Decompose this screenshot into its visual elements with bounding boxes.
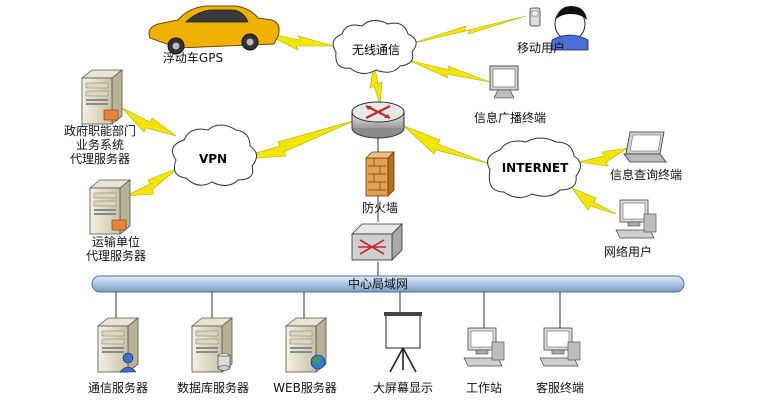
transport-proxy-server-icon <box>89 179 131 235</box>
transport-proxy-label-2: 代理服务器 <box>86 248 146 263</box>
network-user-workstation-icon <box>615 199 657 239</box>
vpn-cloud: VPN <box>171 124 257 186</box>
vpn-cloud-label: VPN <box>199 152 227 166</box>
wireless-cloud: 无线通信 <box>332 20 417 74</box>
wireless-cloud-label: 无线通信 <box>352 43 400 57</box>
wireless-links <box>121 15 629 215</box>
projection-screen-icon <box>384 312 422 373</box>
link-transport-vpn <box>125 167 179 197</box>
mobile-user-icon <box>529 6 589 51</box>
gov-proxy-label-3: 代理服务器 <box>70 151 130 166</box>
laptop-icon <box>623 131 667 163</box>
comm-server-icon <box>97 317 139 373</box>
gov-proxy-label-2: 业务系统 <box>76 137 124 152</box>
device-label-big-screen: 大屏幕显示 <box>373 381 433 395</box>
switch-icon <box>351 223 403 261</box>
firewall-label: 防火墙 <box>362 200 398 215</box>
link-wireless-broadcast <box>407 59 491 83</box>
service-terminal-icon <box>539 327 581 367</box>
router-icon <box>351 101 405 139</box>
link-internet-netuser <box>571 187 617 215</box>
broadcast-monitor-icon <box>489 65 519 99</box>
car-label: 浮动车GPS <box>163 50 223 65</box>
link-internet-query <box>577 147 629 167</box>
link-wireless-mobile <box>409 15 527 45</box>
lan-label: 中心局域网 <box>348 276 408 291</box>
database-server-icon <box>191 317 233 373</box>
device-label-workstation: 工作站 <box>466 381 502 395</box>
web-server-icon <box>285 317 327 373</box>
query-terminal-label: 信息查询终端 <box>610 167 682 182</box>
device-label-service-terminal: 客服终端 <box>536 380 584 395</box>
mobile-user-label: 移动用户 <box>517 40 565 55</box>
device-label-comm-server: 通信服务器 <box>88 380 148 395</box>
transport-proxy-label-1: 运输单位 <box>92 234 140 249</box>
car-icon <box>148 5 280 55</box>
network-user-label: 网络用户 <box>604 244 652 259</box>
broadcast-terminal-label: 信息广播终端 <box>474 110 546 125</box>
gov-proxy-label-1: 政府职能部门 <box>64 123 136 138</box>
internet-cloud-label: INTERNET <box>502 161 569 175</box>
link-gov-vpn <box>121 107 177 137</box>
firewall-icon <box>365 151 395 197</box>
internet-cloud: INTERNET <box>487 137 581 198</box>
device-label-web-server: WEB服务器 <box>273 380 337 395</box>
gov-proxy-server-icon <box>81 69 123 125</box>
device-label-database-server: 数据库服务器 <box>177 380 249 395</box>
lan-bus: 中心局域网 <box>91 275 685 293</box>
workstation-icon <box>463 327 505 367</box>
link-router-internet <box>403 125 491 165</box>
